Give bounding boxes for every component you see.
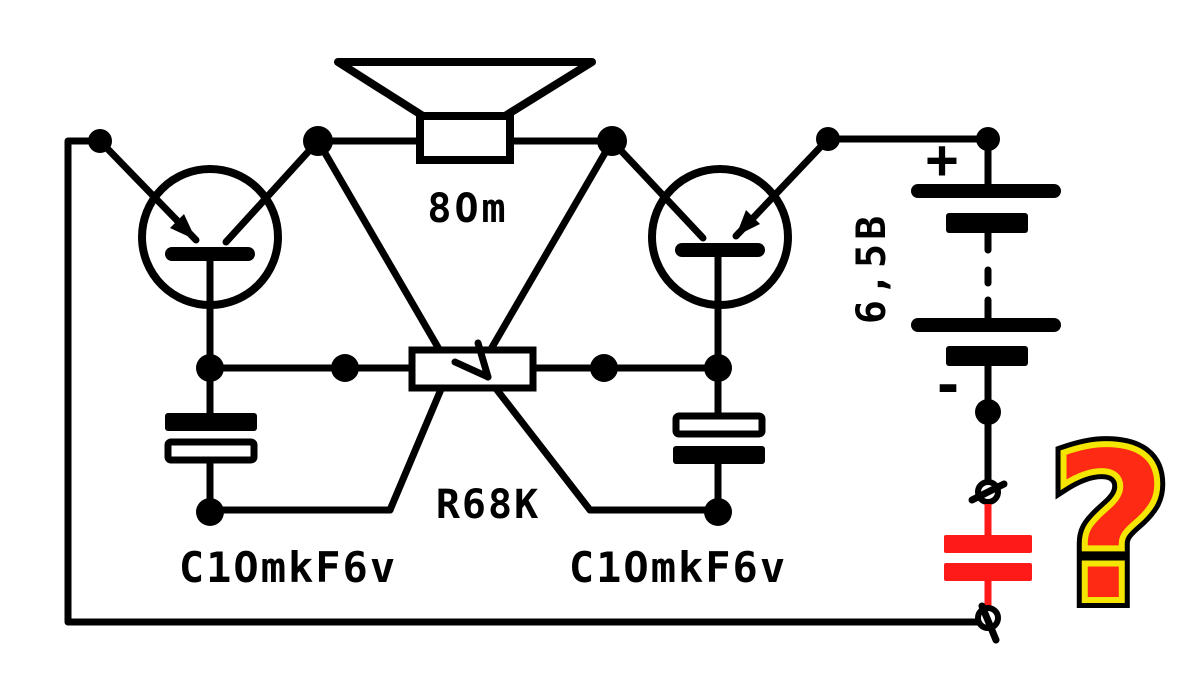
question-mark-icon: ? ? bbox=[1041, 397, 1179, 658]
battery-voltage-label: 6,5B bbox=[849, 212, 895, 324]
resistor-wiper bbox=[451, 358, 492, 381]
capacitor-right: C1OmkF6v bbox=[569, 364, 787, 592]
capacitor-left: C1OmkF6v bbox=[164, 364, 397, 592]
highlighted-capacitor bbox=[944, 408, 1032, 644]
question-mark: ? bbox=[1049, 405, 1171, 650]
battery-plus: + bbox=[926, 128, 959, 191]
resistor-label: R68K bbox=[436, 482, 540, 528]
battery-minus: - bbox=[932, 354, 965, 417]
cap-left-label: C1OmkF6v bbox=[179, 543, 397, 592]
speaker-cone bbox=[334, 58, 596, 120]
speaker: 8Om bbox=[314, 58, 616, 232]
transistor-right bbox=[608, 135, 832, 372]
speaker-body bbox=[416, 112, 514, 164]
cap-right-label: C1OmkF6v bbox=[569, 543, 787, 592]
resistor-body bbox=[408, 346, 537, 392]
battery: + - 6,5B bbox=[849, 128, 1061, 417]
emitter-arrow-right bbox=[736, 210, 760, 236]
junction-dots bbox=[88, 126, 1001, 526]
emitter-arrow-left bbox=[170, 214, 196, 240]
speaker-label: 8Om bbox=[427, 186, 508, 232]
transistor-left bbox=[96, 137, 322, 372]
resistor: R68K bbox=[206, 339, 722, 528]
question-mark-inner: ? bbox=[1049, 405, 1171, 650]
